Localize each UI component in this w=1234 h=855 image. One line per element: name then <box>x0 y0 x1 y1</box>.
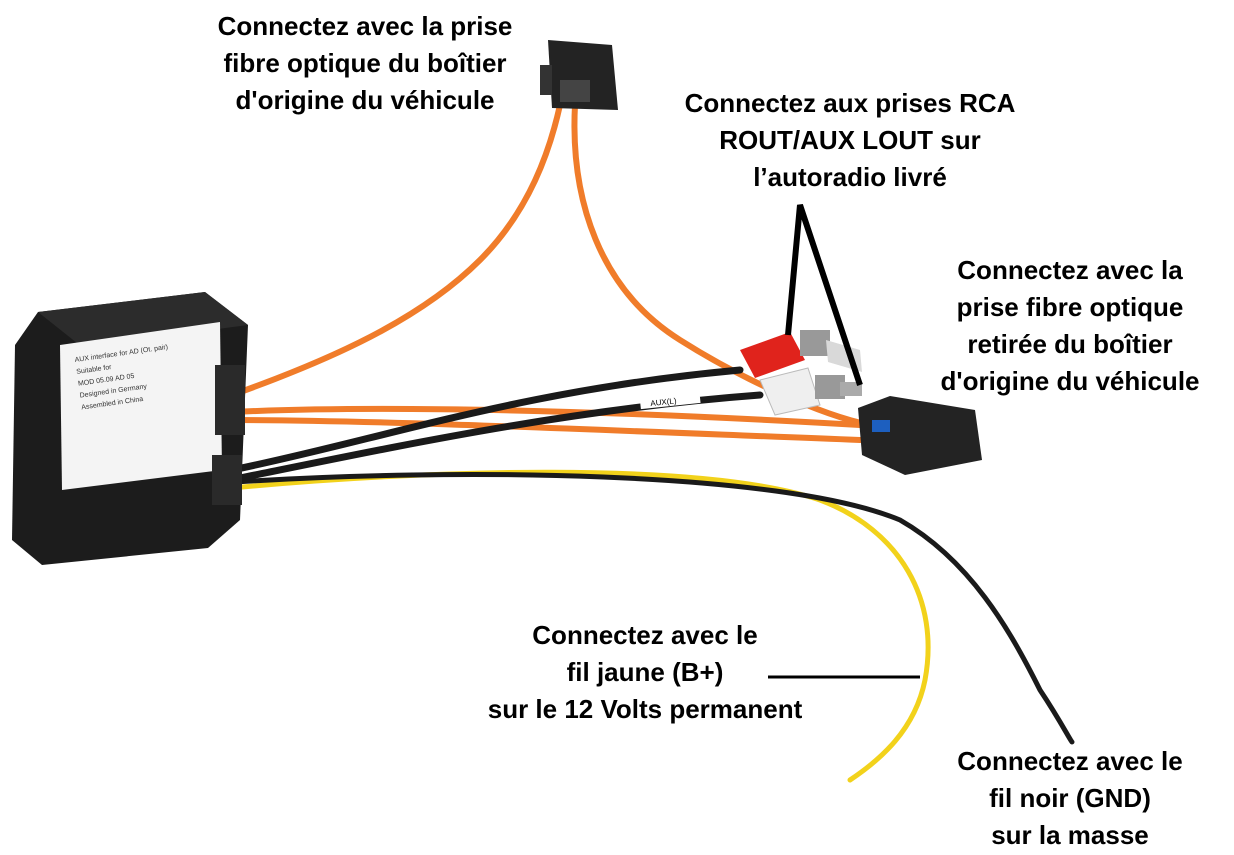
rca-cable-1 <box>228 366 744 474</box>
wires <box>228 102 1075 783</box>
module-port-fiber <box>215 365 245 435</box>
top-fiber-connector <box>540 40 618 110</box>
label-top-fiber: Connectez avec la prise fibre optique du… <box>217 11 513 115</box>
module-port-wires <box>212 455 242 505</box>
pointer-lines <box>768 204 920 679</box>
black-wire <box>232 472 1075 745</box>
cable-marker-text: AUX(L) <box>650 396 677 408</box>
cable-marker: AUX(L) <box>639 388 701 410</box>
label-rca: Connectez aux prises RCA ROUT/AUX LOUT s… <box>684 88 1016 192</box>
rca-pointer <box>785 204 863 386</box>
fiber-cable-lower-1 <box>229 405 863 428</box>
label-black-wire: Connectez avec le fil noir (GND) sur la … <box>957 746 1183 850</box>
fiber-cable-top-left <box>229 102 563 398</box>
sticker-line-2: Suitable for <box>76 364 113 376</box>
rca-plug-white <box>759 367 862 416</box>
module-sticker <box>60 322 222 490</box>
right-fiber-connector <box>858 396 982 475</box>
label-right-fiber: Connectez avec la prise fibre optique re… <box>940 255 1200 396</box>
interface-module: AUX interface for AD (Ot. pair) Suitable… <box>12 292 248 565</box>
label-yellow-wire: Connectez avec le fil jaune (B+) sur le … <box>487 620 803 724</box>
